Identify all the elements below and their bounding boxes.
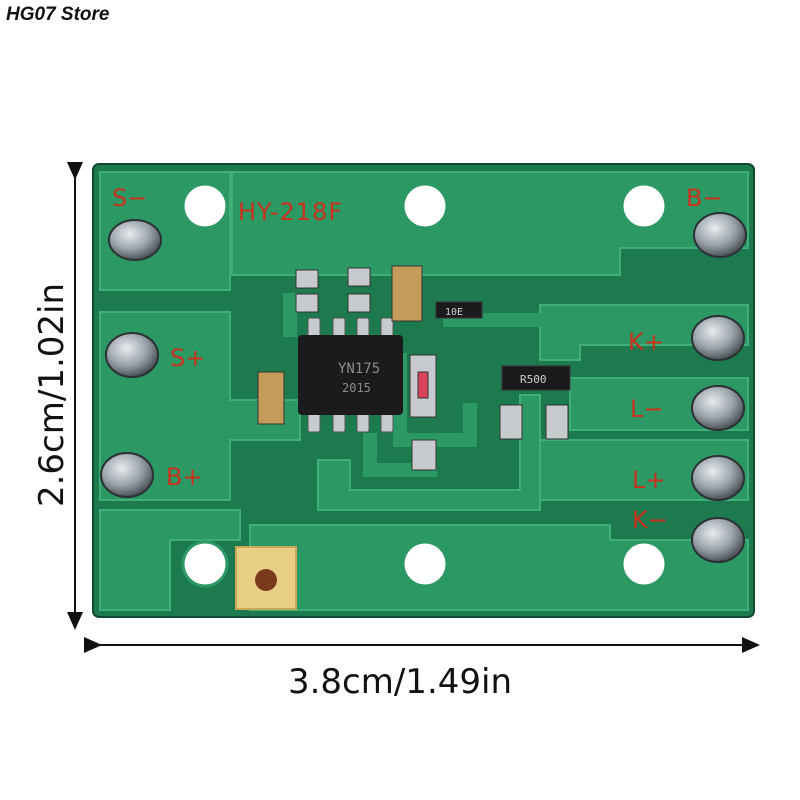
test-pad-hole <box>255 569 277 591</box>
label-l-minus: L− <box>630 395 663 423</box>
store-watermark: HG07 Store <box>6 4 110 25</box>
label-b-plus: B+ <box>166 463 203 491</box>
chip-marking-2: 2015 <box>342 381 371 395</box>
ic-chip <box>298 317 403 433</box>
label-k-plus: K+ <box>628 328 664 356</box>
label-s-plus: S+ <box>170 344 205 372</box>
board-model-label: HY-218F <box>238 198 343 226</box>
label-b-minus: B− <box>686 184 723 212</box>
resistor-marking-1: 10E <box>445 307 463 318</box>
height-dimension-label: 2.6cm/1.02in <box>32 282 72 508</box>
mounting-holes <box>181 182 668 588</box>
solder-joints <box>100 212 747 563</box>
width-dimension-label: 3.8cm/1.49in <box>287 662 513 702</box>
chip-marking-1: YN175 <box>338 361 380 377</box>
smd-components <box>257 265 571 471</box>
label-l-plus: L+ <box>632 466 665 494</box>
resistor-marking-2: R500 <box>520 373 547 386</box>
label-s-minus: S− <box>112 184 147 212</box>
label-k-minus: K− <box>632 506 668 534</box>
